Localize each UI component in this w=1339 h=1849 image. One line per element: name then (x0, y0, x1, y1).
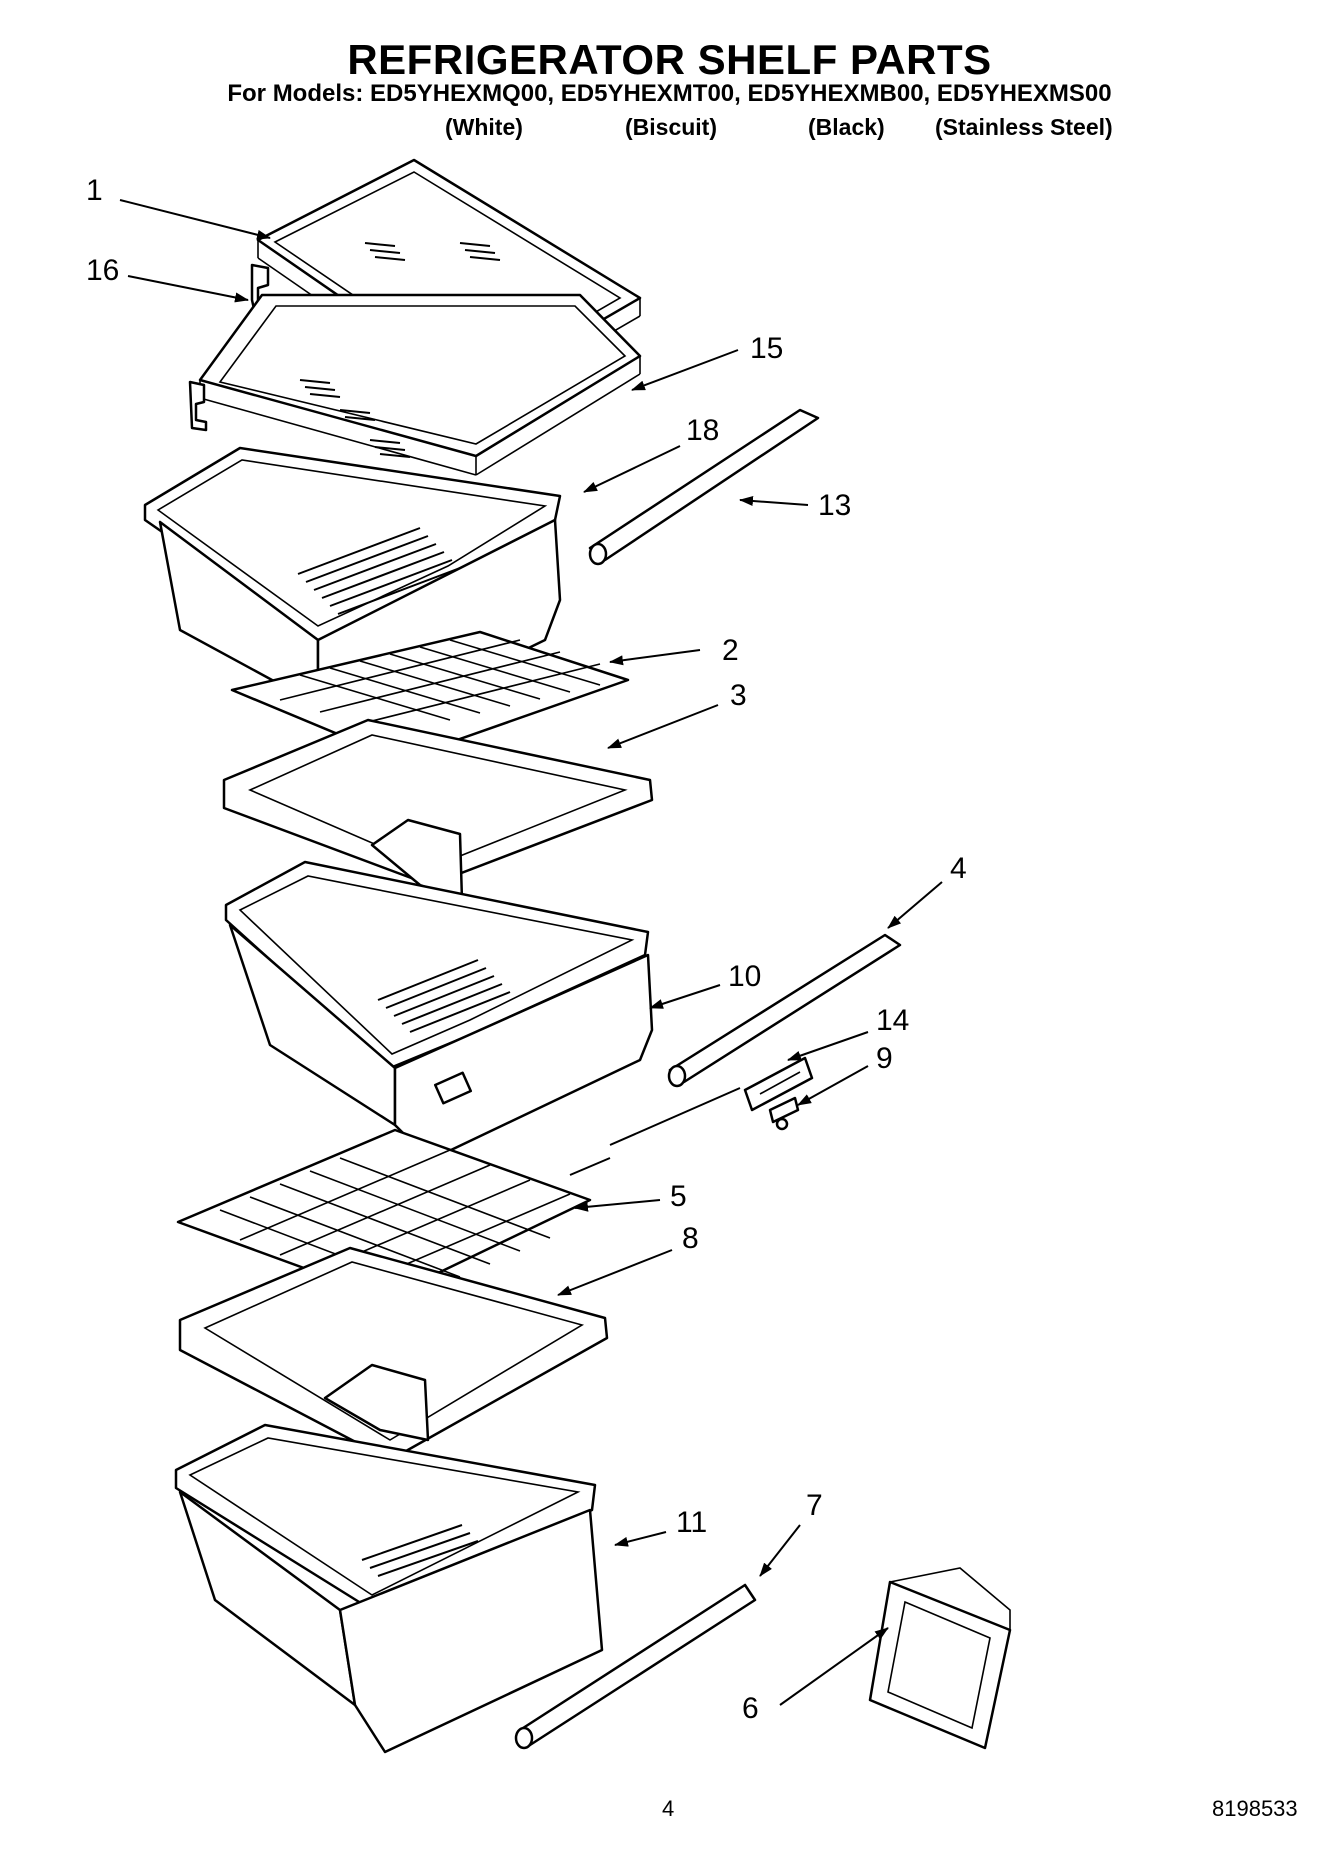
callout-10: 10 (728, 960, 761, 993)
callout-18: 18 (686, 414, 719, 447)
part-11-bottom-drawer (174, 1423, 604, 1754)
callout-7: 7 (806, 1489, 823, 1522)
models-line: For Models: ED5YHEXMQ00, ED5YHEXMT00, ED… (227, 80, 1112, 107)
callout-1: 1 (86, 174, 103, 207)
callout-3: 3 (730, 679, 747, 712)
callout-4: 4 (950, 852, 967, 885)
callout-5: 5 (670, 1180, 687, 1213)
callout-13: 13 (818, 489, 851, 522)
callout-8: 8 (682, 1222, 699, 1255)
part-8-crisper-frame (178, 1246, 609, 1462)
part-3-crisper-frame (222, 718, 654, 902)
callout-6: 6 (742, 1692, 759, 1725)
page-title: REFRIGERATOR SHELF PARTS (347, 36, 992, 83)
part-15-shelf-frame (188, 293, 642, 476)
color-label-stainless-steel: (Stainless Steel) (935, 114, 1113, 140)
part-14-slide-cover (743, 1056, 814, 1112)
callout-9: 9 (876, 1042, 893, 1075)
color-label-black: (Black) (808, 114, 885, 140)
part-13-drawer-rail (588, 408, 820, 566)
part-10-lower-crisper-drawer (224, 860, 741, 1176)
leader-lines (119, 199, 943, 1706)
callout-11: 11 (676, 1506, 707, 1539)
part-7-drawer-rail (514, 1583, 757, 1750)
callout-16: 16 (86, 254, 119, 287)
part-4-drawer-rail (667, 933, 902, 1088)
document-number: 8198533 (1212, 1796, 1298, 1821)
part-9-slide-knob (768, 1096, 800, 1131)
callout-15: 15 (750, 332, 783, 365)
callout-14: 14 (876, 1004, 909, 1037)
color-label-biscuit: (Biscuit) (625, 114, 717, 140)
part-6-bracket (868, 1567, 1012, 1750)
page-number: 4 (662, 1796, 675, 1821)
callout-2: 2 (722, 634, 739, 667)
color-label-white: (White) (445, 114, 523, 140)
